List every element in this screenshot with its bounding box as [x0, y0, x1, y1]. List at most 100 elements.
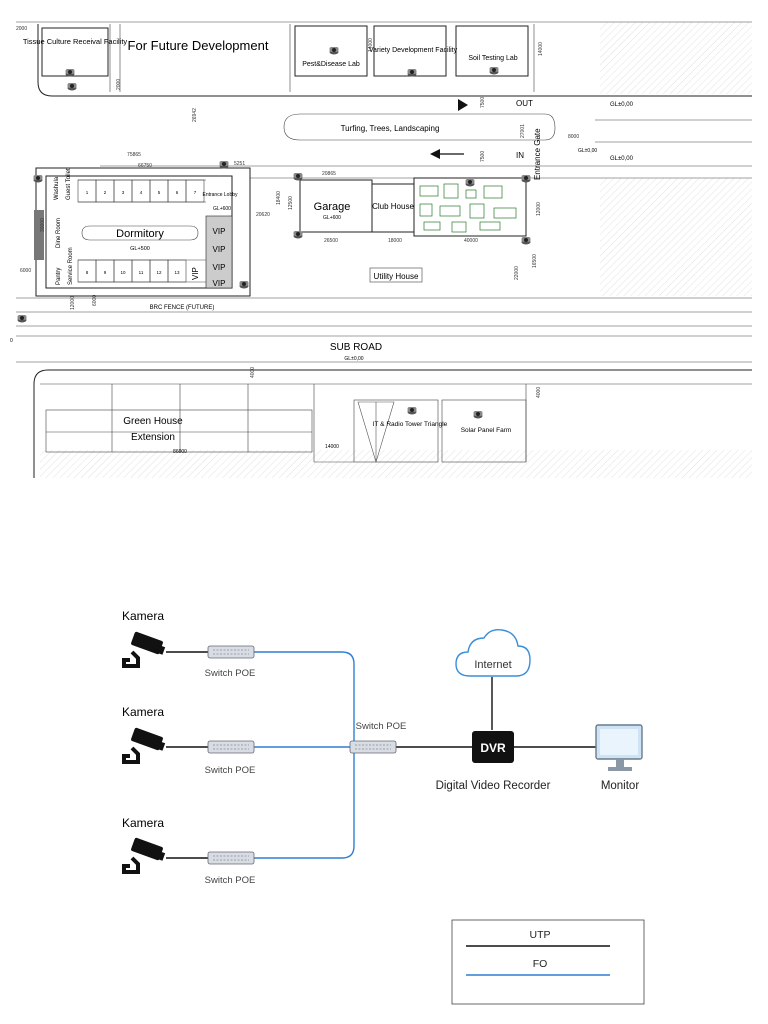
- dim-86000: 86000: [173, 449, 187, 455]
- camera-3: Kamera: [122, 816, 166, 874]
- gl-label-out: GL±0,00: [610, 102, 634, 108]
- club-house-label: Club House: [372, 202, 414, 211]
- dim-30000: 30000: [40, 218, 46, 232]
- legend-fo-label: FO: [533, 958, 548, 970]
- dim-27001: 27001: [520, 124, 526, 138]
- dorm-room-number: 5: [158, 190, 161, 195]
- dormitory-label: Dormitory: [116, 228, 164, 240]
- variety-dev-label: Variety Development Facility: [369, 47, 458, 54]
- cctv-camera-icon: [122, 837, 166, 874]
- vip-label-5: VIP: [191, 267, 200, 280]
- dim-26500: 26500: [324, 238, 338, 244]
- dim-6000b: 6000: [92, 295, 98, 306]
- plan-cctv-cameras: [17, 47, 531, 419]
- dim-66750: 66750: [138, 163, 152, 169]
- monitor-device: Monitor: [595, 724, 643, 792]
- site-plan: Tissue Culture Receival Facility For Fut…: [10, 21, 752, 478]
- dim-14000: 14000: [325, 444, 339, 450]
- internet-cloud: Internet: [455, 628, 531, 677]
- switch-poe-3: Switch POE: [205, 851, 256, 886]
- hatch-area-bottom: [40, 450, 752, 478]
- camera-3-label: Kamera: [122, 816, 164, 830]
- network-switch-icon: [207, 645, 255, 659]
- switch-poe-1: Switch POE: [205, 645, 256, 679]
- dim-20865: 20865: [322, 171, 336, 177]
- fiber-links: [254, 651, 355, 859]
- legend-box: [451, 919, 645, 1005]
- dine-room-label: Dine Room: [56, 218, 62, 248]
- switch-poe-1-label: Switch POE: [205, 668, 256, 679]
- green-house-label-line2: Extension: [131, 432, 175, 443]
- dorm-room-number: 7: [194, 190, 197, 195]
- utp-links: [166, 651, 596, 859]
- dim-4000b: 4000: [536, 387, 542, 398]
- dim-20620: 20620: [256, 212, 270, 218]
- camera-1-label: Kamera: [122, 609, 164, 623]
- green-house-label-line1: Green House: [123, 416, 183, 427]
- dvr-device: DVR Digital Video Recorder: [436, 731, 551, 792]
- gl-label-lobby: GL+600: [213, 206, 231, 212]
- hatch-area-top-right: [600, 22, 752, 94]
- legend-utp-label: UTP: [530, 929, 551, 941]
- gl-label-in: GL±0,00: [610, 156, 634, 162]
- dvr-icon: [472, 731, 514, 763]
- switch-poe-core: Switch POE: [349, 721, 407, 754]
- network-switch-icon: [207, 851, 255, 865]
- dim-40000: 40000: [464, 238, 478, 244]
- dim-6000: 6000: [20, 268, 31, 274]
- solar-farm-label: Solar Panel Farm: [461, 427, 512, 434]
- dorm-room-number: 11: [139, 270, 144, 275]
- dorm-room-number: 9: [104, 270, 107, 275]
- dim-5251: 5251: [234, 161, 245, 167]
- tissue-culture-building: [41, 27, 109, 77]
- soil-lab-label: Soil Testing Lab: [468, 55, 517, 62]
- pest-lab-building: [294, 25, 368, 77]
- switch-poe-2: Switch POE: [205, 740, 256, 776]
- dorm-room-number: 13: [174, 270, 180, 275]
- landscaping-island: [283, 113, 556, 141]
- switch-poe-3-label: Switch POE: [205, 875, 256, 886]
- dim-26942: 26942: [192, 108, 198, 122]
- dim-7500b: 7500: [480, 97, 486, 108]
- dorm-room-number: 12: [156, 270, 162, 275]
- gl-label-dormitory: GL+500: [130, 246, 150, 252]
- gl-label-sub-road: GL±0,00: [344, 356, 363, 362]
- legend: UTP FO: [451, 919, 645, 1005]
- dvr-label: Digital Video Recorder: [436, 780, 551, 792]
- it-tower-plot: [353, 399, 439, 463]
- dim-18000: 18000: [388, 238, 402, 244]
- camera-2: Kamera: [122, 705, 166, 764]
- dim-22000: 22000: [514, 266, 520, 280]
- dim-8000: 8000: [568, 134, 579, 140]
- soil-lab-building: [455, 25, 529, 77]
- dorm-room-number: 3: [122, 190, 125, 195]
- utility-house-building: [369, 267, 423, 283]
- turfing-label: Turfing, Trees, Landscaping: [341, 124, 440, 133]
- switch-poe-2-label: Switch POE: [205, 765, 256, 776]
- dim-14000b: 14000: [368, 38, 374, 52]
- dorm-room-number: 4: [140, 190, 143, 195]
- camera-1: Kamera: [122, 609, 166, 668]
- monitor-label: Monitor: [601, 780, 640, 792]
- vip-label-3: VIP: [213, 263, 226, 272]
- network-switch-icon: [207, 740, 255, 754]
- it-tower-label: IT & Radio Tower Triangle: [373, 421, 448, 428]
- dim-2000b: 2000: [116, 79, 122, 90]
- dim-75865: 75865: [127, 152, 141, 158]
- future-development-label: For Future Development: [128, 38, 269, 53]
- gl-label-gate: GL±0,00: [578, 148, 597, 154]
- switch-poe-core-label: Switch POE: [356, 721, 407, 732]
- pest-lab-label: Pest&Disease Lab: [302, 61, 360, 68]
- fiber-link-outer: [254, 651, 355, 859]
- tissue-culture-label: Tissue Culture Receival Facility: [23, 37, 128, 46]
- club-house-interior: [413, 177, 527, 237]
- dim-12000b: 12000: [70, 296, 76, 310]
- pantry-label: Pantry: [56, 268, 62, 285]
- cctv-camera-icon: [122, 727, 166, 764]
- vip-label-2: VIP: [213, 245, 226, 254]
- dim-12000: 12000: [536, 202, 542, 216]
- dim-2000: 2000: [16, 26, 27, 32]
- out-label: OUT: [516, 99, 533, 108]
- in-arrow-icon: [430, 149, 440, 159]
